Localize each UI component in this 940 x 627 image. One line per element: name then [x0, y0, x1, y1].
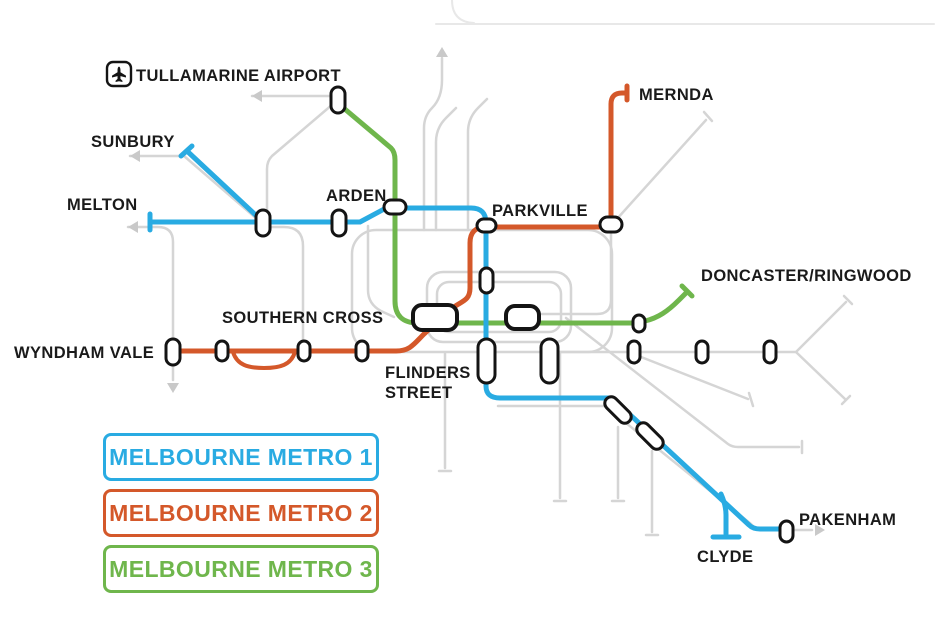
label-pakenham: PAKENHAM: [799, 511, 896, 529]
network-path: [126, 225, 175, 382]
label-southern-cross: SOUTHERN CROSS: [222, 309, 383, 327]
metro-3-endcap: [679, 283, 695, 299]
network-arrowheads: [128, 47, 825, 536]
label-arden: ARDEN: [326, 187, 387, 205]
station-marker: [330, 208, 348, 238]
metro-2-path: [173, 224, 607, 354]
station-marker-parkville: [475, 217, 498, 234]
arrow-right-icon: [815, 524, 825, 536]
airport-icon: [105, 60, 133, 88]
station-marker: [214, 339, 230, 363]
network-path: [840, 394, 852, 406]
network-path: [842, 294, 854, 306]
station-marker: [354, 339, 370, 363]
station-marker-cbd: [504, 304, 541, 331]
network-path: [794, 350, 847, 401]
metro-1-sunbury-branch: [184, 148, 265, 224]
network-path: [451, 0, 475, 24]
network-path: [496, 404, 814, 532]
network-path: [702, 110, 714, 123]
station-marker: [626, 339, 642, 365]
station-marker-mernda-junction: [598, 215, 624, 234]
station-marker-southern-cross: [411, 303, 459, 332]
station-marker: [296, 339, 312, 363]
label-clyde: CLYDE: [697, 548, 753, 566]
metro-2-tunnel-arc: [231, 350, 297, 370]
label-parkville: PARKVILLE: [492, 202, 588, 220]
network-path: [434, 106, 458, 232]
station-labels: TULLAMARINE AIRPORT SUNBURY MELTON ARDEN…: [14, 67, 912, 566]
station-marker: [254, 208, 272, 238]
metro-3-path: [337, 102, 635, 326]
faint-network-lines: [435, 0, 935, 25]
legend-item-label: MELBOURNE METRO 1: [109, 443, 373, 470]
arrow-up-icon: [436, 47, 448, 57]
legend-item-label: MELBOURNE METRO 3: [109, 555, 373, 582]
network-path: [366, 224, 396, 319]
network-path: [540, 230, 613, 316]
metro-2-line: [173, 83, 630, 370]
metro-1-path: [147, 205, 786, 532]
legend-item-metro-1: MELBOURNE METRO 1: [103, 433, 379, 481]
arrow-down-icon: [167, 383, 179, 393]
station-marker: [603, 395, 633, 425]
label-flinders-street-line2: STREET: [385, 384, 453, 402]
station-marker-wyndham-vale: [164, 337, 182, 367]
legend: MELBOURNE METRO 1 MELBOURNE METRO 2 MELB…: [103, 433, 379, 601]
network-path: [564, 316, 801, 449]
arrow-left-icon: [130, 150, 140, 162]
label-wyndham-vale: WYNDHAM VALE: [14, 344, 154, 362]
network-path: [422, 56, 444, 232]
station-marker: [631, 313, 647, 334]
arrow-left-icon: [252, 90, 262, 102]
station-markers: [164, 85, 795, 544]
label-sunbury: SUNBURY: [91, 133, 175, 151]
metro-1-sunbury-endcap: [178, 143, 195, 159]
network-path: [265, 102, 335, 216]
station-marker-tullamarine: [329, 85, 347, 115]
network-path: [747, 391, 755, 408]
station-marker: [694, 339, 710, 365]
station-marker: [478, 266, 495, 295]
station-marker-flinders-street: [476, 337, 497, 385]
station-marker: [635, 421, 665, 451]
metro-3-line: [337, 102, 695, 326]
network-path: [614, 118, 708, 222]
label-mernda: MERNDA: [639, 86, 714, 104]
legend-item-metro-3: MELBOURNE METRO 3: [103, 545, 379, 593]
label-doncaster-ringwood: DONCASTER/RINGWOOD: [701, 267, 912, 285]
station-marker-arden: [382, 198, 408, 216]
network-path: [634, 353, 750, 401]
network-path: [260, 225, 305, 342]
label-tullamarine-airport: TULLAMARINE AIRPORT: [136, 67, 341, 85]
label-flinders-street-line1: FLINDERS: [385, 364, 471, 382]
metro-3-doncaster-branch: [642, 290, 689, 324]
station-marker-pakenham: [778, 519, 795, 544]
network-path: [466, 97, 489, 232]
label-melton: MELTON: [67, 196, 138, 214]
legend-item-metro-2: MELBOURNE METRO 2: [103, 489, 379, 537]
network-path: [128, 154, 260, 222]
metro-1-line: [147, 143, 786, 540]
metro-2-mernda-branch: [608, 90, 628, 222]
station-marker: [539, 337, 560, 385]
metro-1-clyde-branch: [718, 491, 729, 537]
station-marker: [762, 339, 778, 365]
arrow-left-icon: [128, 221, 138, 233]
legend-item-label: MELBOURNE METRO 2: [109, 499, 373, 526]
